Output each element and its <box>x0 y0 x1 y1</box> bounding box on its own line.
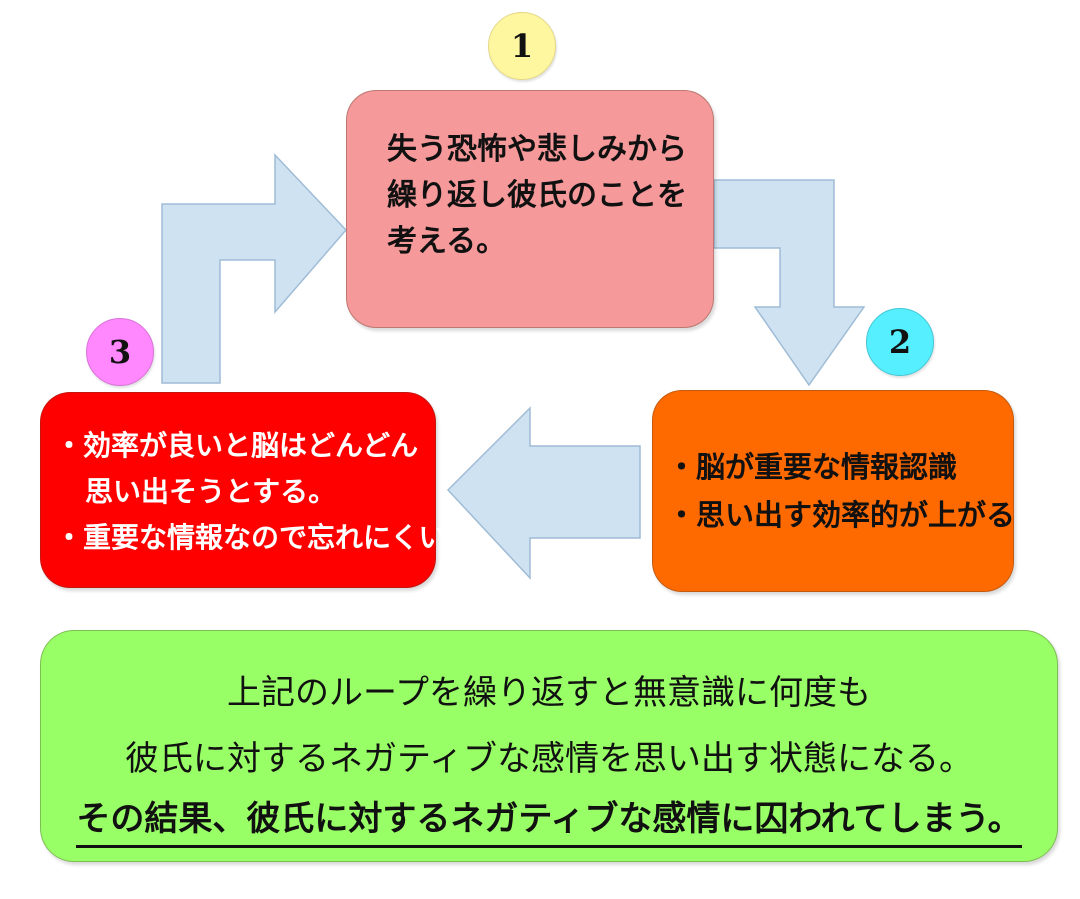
step-3-line: ・効率が良いと脳はどんどん <box>55 429 419 462</box>
summary-line-2: 彼氏に対するネガティブな感情を思い出す状態になる。 <box>125 739 973 779</box>
step-3-line: 思い出そうとする。 <box>85 475 337 508</box>
step-3-badge: 3 <box>86 318 154 386</box>
step-1-line: 考える。 <box>387 224 507 259</box>
step-1-badge: 1 <box>488 12 556 80</box>
step-3-box: ・効率が良いと脳はどんどん 思い出そうとする。 ・重要な情報なので忘れにくい <box>40 392 447 588</box>
step-2-line: ・脳が重要な情報認識 <box>667 450 958 484</box>
step-2-box: ・脳が重要な情報認識 ・思い出す効率的が上がる <box>652 390 1016 592</box>
step-1-line: 繰り返し彼氏のことを <box>387 178 687 213</box>
arrow-1-to-2 <box>713 179 866 387</box>
step-2-badge: 2 <box>866 308 934 376</box>
step-1-line: 失う恐怖や悲しみから <box>387 132 687 167</box>
step-1-box: 失う恐怖や悲しみから 繰り返し彼氏のことを 考える。 <box>346 90 714 328</box>
step-2-line: ・思い出す効率的が上がる <box>667 498 1016 532</box>
summary-box: 上記のループを繰り返すと無意識に何度も 彼氏に対するネガティブな感情を思い出す状… <box>40 630 1058 862</box>
arrow-2-to-3 <box>446 406 641 580</box>
summary-line-1: 上記のループを繰り返すと無意識に何度も <box>227 673 871 713</box>
arrow-3-to-1 <box>161 153 348 384</box>
summary-conclusion-text: その結果、彼氏に対するネガティブな感情に囚われてしまう。 <box>76 799 1022 848</box>
step-3-line: ・重要な情報なので忘れにくい <box>55 521 447 554</box>
summary-conclusion: その結果、彼氏に対するネガティブな感情に囚われてしまう。 <box>41 791 1057 848</box>
